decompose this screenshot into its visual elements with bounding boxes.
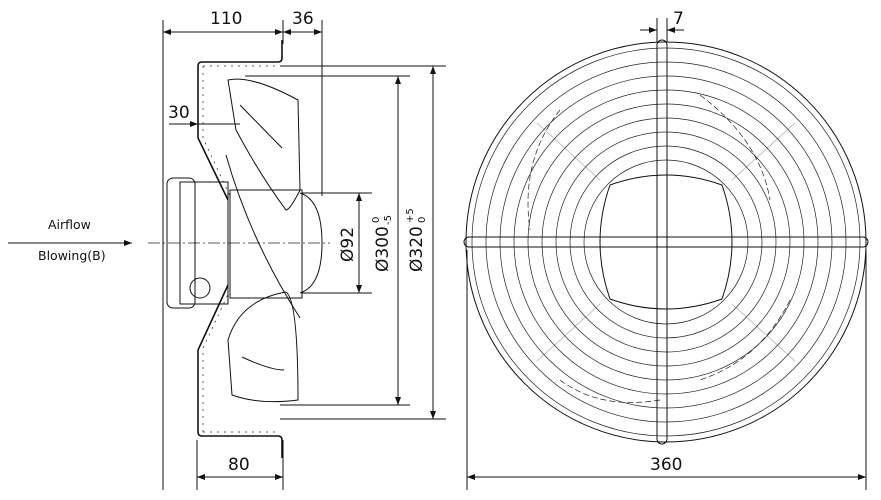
dim-ring-diameter: Ø320 — [407, 226, 427, 272]
hub-cap — [299, 192, 323, 294]
vertical-guard-bar — [656, 39, 668, 445]
blade-slots — [239, 104, 285, 371]
airflow-label: Airflow — [48, 217, 91, 232]
motor-hub — [599, 174, 733, 310]
motor-body — [179, 181, 229, 305]
impeller-tol-upper: 0 — [371, 217, 382, 223]
guard-rings — [465, 41, 867, 443]
ring-tol-lower: 0 — [417, 217, 428, 223]
ring-tol-upper: +5 — [405, 208, 416, 223]
airflow-indicator: Airflow Blowing(B) — [8, 217, 132, 263]
dim-360: 360 — [650, 455, 682, 475]
blade-outlines — [527, 94, 791, 403]
housing-rivets — [202, 65, 276, 433]
dim-impeller-diameter: Ø300 — [373, 226, 393, 272]
blade-bottom — [227, 291, 299, 403]
blade-edge — [225, 154, 301, 319]
dim-36: 36 — [292, 9, 314, 29]
dim-30: 30 — [168, 103, 190, 123]
front-view: 360 7 — [463, 9, 869, 490]
motor-cover — [166, 177, 196, 309]
diagonal-guard-bars — [536, 122, 796, 362]
dim-7: 7 — [673, 9, 684, 29]
dim-hub-diameter: Ø92 — [338, 227, 358, 262]
housing-profile — [197, 40, 283, 458]
cable-gland — [189, 277, 211, 299]
impeller-tol-lower: -5 — [383, 215, 394, 225]
dim-110: 110 — [210, 9, 242, 29]
side-view: 110 36 30 80 Ø92 Ø300 0 -5 Ø320 +5 — [148, 9, 446, 490]
blade-top — [227, 78, 301, 211]
horizontal-guard-bar — [463, 236, 869, 248]
dim-80: 80 — [228, 455, 250, 475]
airflow-mode-label: Blowing(B) — [38, 248, 106, 263]
